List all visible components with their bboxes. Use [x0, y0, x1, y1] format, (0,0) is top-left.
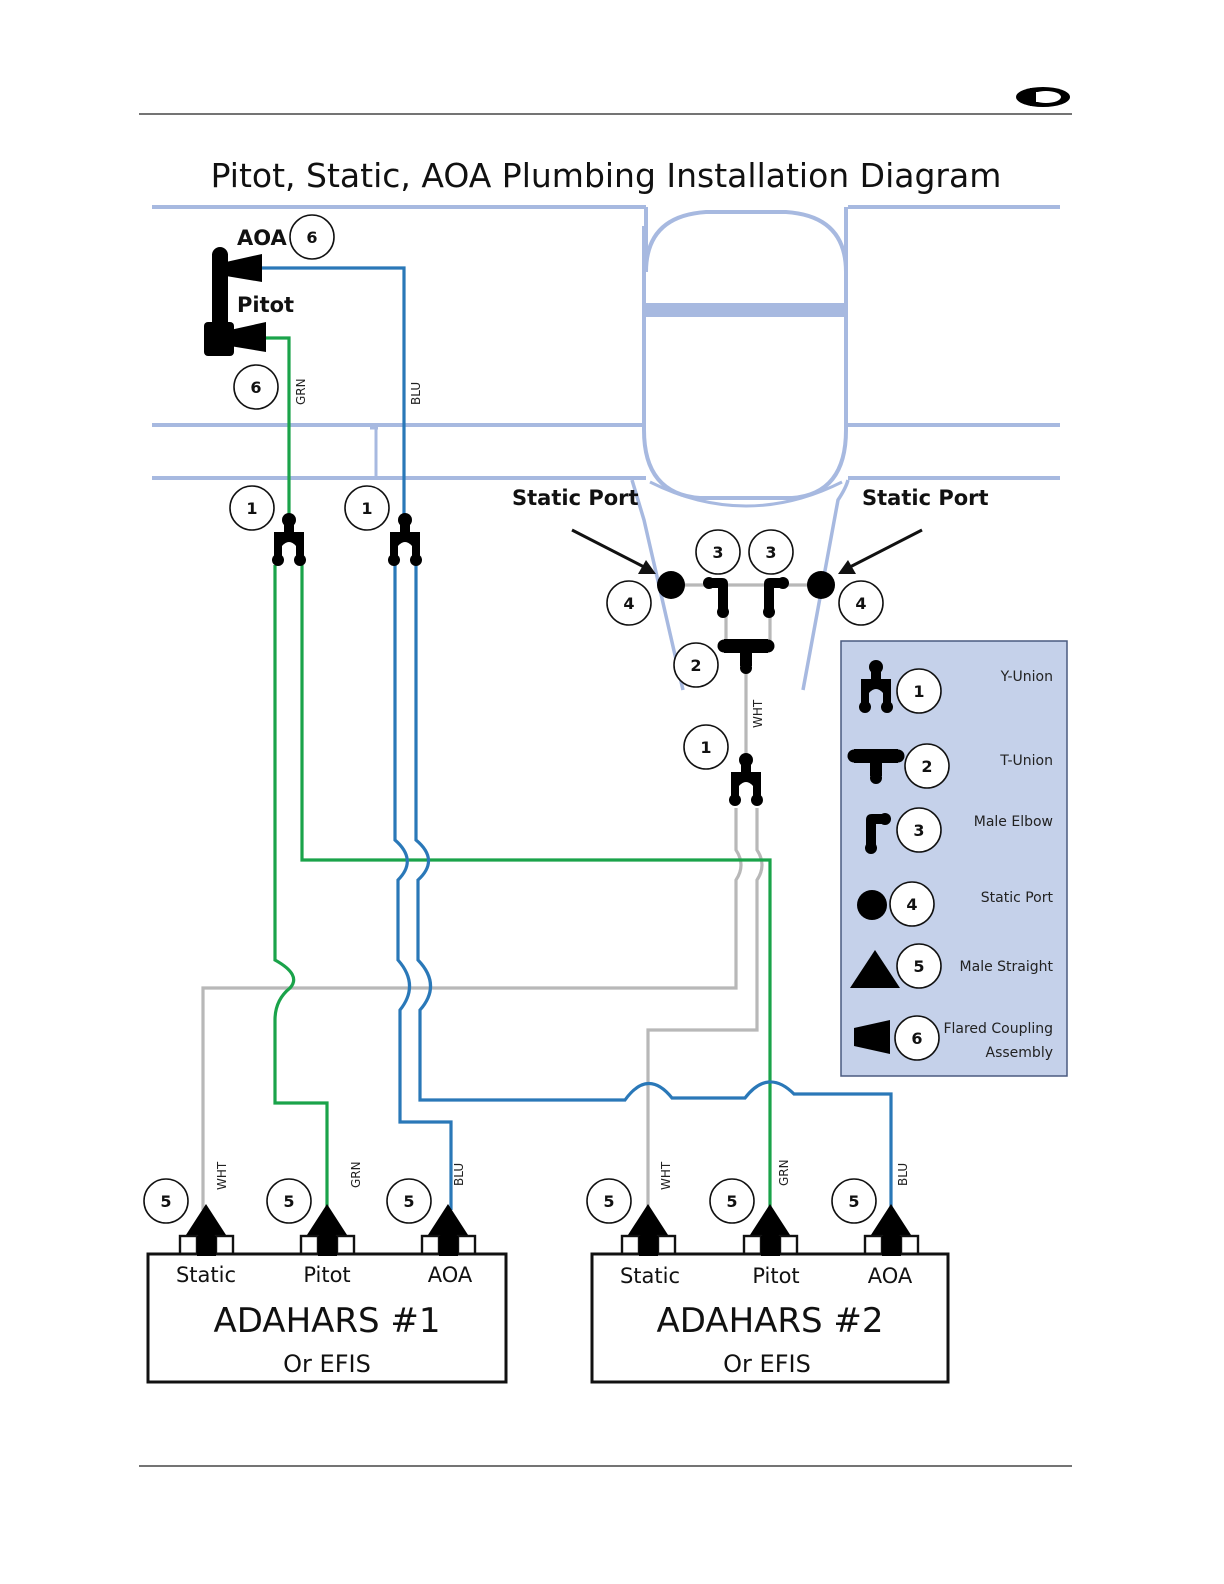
legend-label: T-Union: [999, 753, 1053, 769]
static-lines: [201, 583, 822, 1210]
unit-name: ADAHARS #2: [656, 1301, 883, 1341]
adahars-1-box: Static Pitot AOA ADAHARS #1 Or EFIS: [146, 1234, 508, 1384]
male-straight-icon: [305, 1204, 349, 1238]
t-union-icon: [717, 639, 775, 674]
svg-text:5: 5: [603, 1192, 614, 1211]
port-label-pitot: Pitot: [752, 1264, 799, 1288]
diagram-title: Pitot, Static, AOA Plumbing Installation…: [211, 156, 1002, 195]
wire-label-blu: BLU: [409, 382, 423, 405]
static-port-label-right: Static Port: [862, 486, 989, 510]
flared-coupling-icon: [854, 1020, 890, 1054]
wire-label-wht: WHT: [659, 1161, 673, 1190]
svg-text:4: 4: [906, 895, 917, 914]
legend-label: Flared Coupling: [943, 1021, 1053, 1037]
svg-text:6: 6: [250, 378, 261, 397]
port-label-static: Static: [620, 1264, 680, 1288]
aircraft-outline: [152, 205, 1060, 691]
port-label-aoa: AOA: [428, 1263, 473, 1287]
adahars-2-box: Static Pitot AOA ADAHARS #2 Or EFIS: [590, 1234, 950, 1384]
legend-label: Assembly: [986, 1045, 1053, 1061]
svg-text:6: 6: [306, 228, 317, 247]
callout: 4: [606, 580, 652, 626]
static-port-label-left: Static Port: [512, 486, 639, 510]
port-label-static: Static: [176, 1263, 236, 1287]
arrow-left-icon: [571, 528, 656, 574]
wire-label-grn: GRN: [349, 1161, 363, 1188]
male-straight-icon: [850, 950, 900, 988]
wire-label-grn: GRN: [777, 1159, 791, 1186]
svg-text:5: 5: [403, 1192, 414, 1211]
svg-text:6: 6: [911, 1029, 922, 1048]
svg-text:5: 5: [283, 1192, 294, 1211]
static-port-icon: [807, 571, 835, 599]
callout: 5: [143, 1178, 189, 1224]
male-straight-icon: [184, 1204, 228, 1238]
callout: 1: [683, 724, 729, 770]
wire-label-blu: BLU: [452, 1163, 466, 1186]
svg-text:3: 3: [712, 543, 723, 562]
wire-label-wht: WHT: [215, 1161, 229, 1190]
callout: 5: [586, 1178, 632, 1224]
callout: 5: [831, 1178, 877, 1224]
svg-text:1: 1: [361, 499, 372, 518]
svg-text:5: 5: [913, 957, 924, 976]
callout: 4: [838, 580, 884, 626]
wire-label-grn: GRN: [294, 378, 308, 405]
male-straight-icon: [748, 1204, 792, 1238]
callout: 1: [344, 485, 390, 531]
svg-text:2: 2: [921, 757, 932, 776]
y-union-icon: [729, 753, 763, 806]
callout: 3: [748, 529, 794, 575]
callout: 6: [233, 364, 279, 410]
legend-label: Male Straight: [960, 959, 1054, 975]
static-port-icon: [657, 571, 685, 599]
svg-text:4: 4: [855, 594, 866, 613]
callout: 6: [289, 214, 335, 260]
svg-text:5: 5: [726, 1192, 737, 1211]
svg-text:3: 3: [913, 821, 924, 840]
callout: 5: [386, 1178, 432, 1224]
unit-name: ADAHARS #1: [213, 1301, 440, 1341]
y-union-icon: [388, 513, 422, 566]
unit-subtitle: Or EFIS: [283, 1350, 371, 1378]
wire-label-wht: WHT: [751, 699, 765, 728]
callout: 2: [673, 642, 719, 688]
callout: 1: [229, 485, 275, 531]
male-straight-icon: [426, 1204, 470, 1238]
pitot-aoa-probe-icon: [204, 247, 266, 356]
port-label-aoa: AOA: [868, 1264, 913, 1288]
svg-text:1: 1: [246, 499, 257, 518]
wire-label-blu: BLU: [896, 1163, 910, 1186]
svg-text:3: 3: [765, 543, 776, 562]
svg-text:5: 5: [848, 1192, 859, 1211]
unit-subtitle: Or EFIS: [723, 1350, 811, 1378]
brand-logo-icon: [1016, 87, 1070, 107]
callout: 5: [709, 1178, 755, 1224]
male-elbow-icon: [763, 577, 789, 618]
legend-label: Male Elbow: [974, 814, 1053, 830]
y-union-icon: [272, 513, 306, 566]
legend-label: Static Port: [981, 890, 1054, 906]
legend: 1 Y-Union 2 T-Union 3 Male Elbow 4 Stati…: [840, 640, 1068, 1077]
svg-text:2: 2: [690, 656, 701, 675]
port-label-pitot: Pitot: [303, 1263, 350, 1287]
aoa-label: AOA: [237, 226, 288, 250]
svg-text:1: 1: [700, 738, 711, 757]
male-straight-icon: [626, 1204, 670, 1238]
svg-text:5: 5: [160, 1192, 171, 1211]
male-straight-icon: [869, 1204, 913, 1238]
pitot-lines: [262, 336, 772, 1210]
aoa-lines: [262, 266, 893, 1210]
static-port-icon: [857, 890, 887, 920]
arrow-right-icon: [838, 528, 923, 574]
legend-label: Y-Union: [1000, 669, 1053, 685]
pitot-label: Pitot: [237, 293, 294, 317]
svg-text:1: 1: [913, 682, 924, 701]
callout: 5: [266, 1178, 312, 1224]
callout: 3: [695, 529, 741, 575]
male-elbow-icon: [703, 577, 729, 618]
svg-text:4: 4: [623, 594, 634, 613]
